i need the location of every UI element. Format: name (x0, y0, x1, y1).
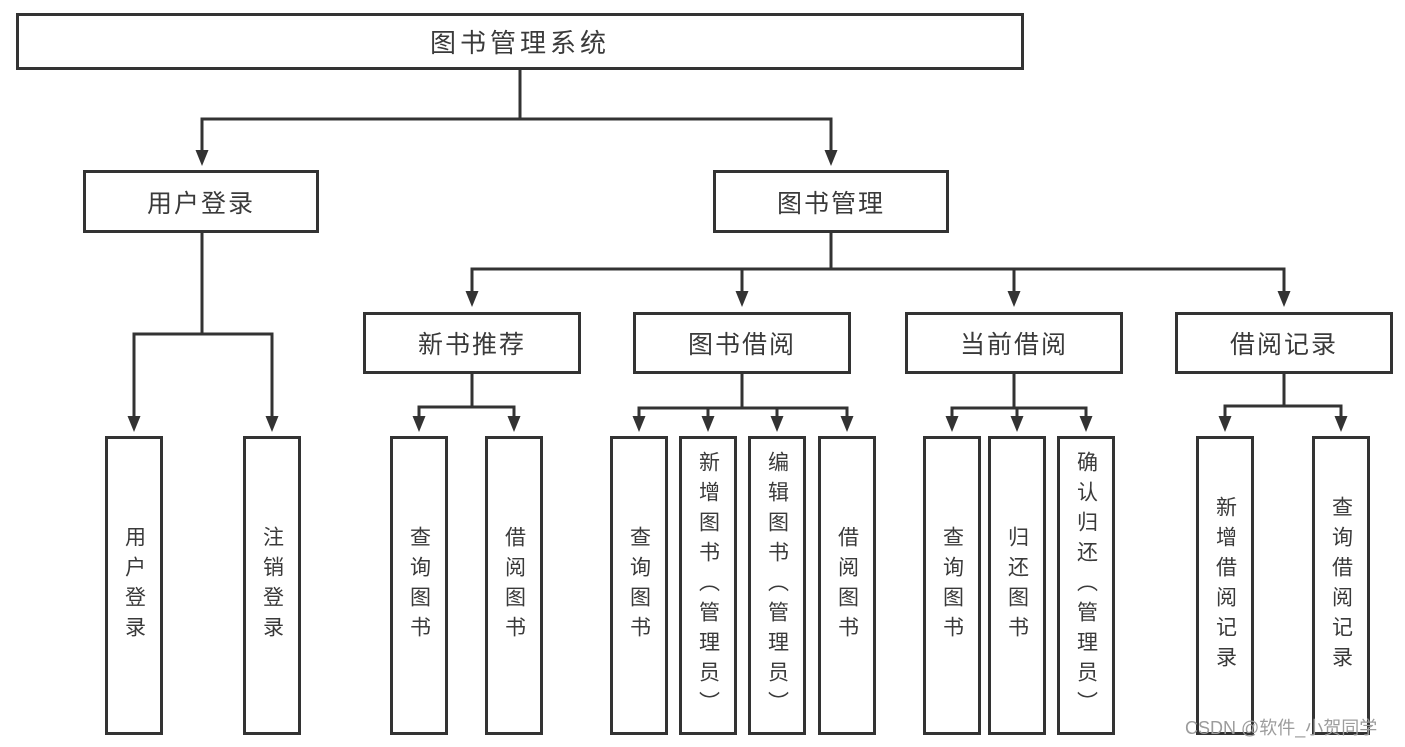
leaf-user-login-label: 用户登录 (122, 525, 146, 646)
leaf-return-books-label: 归还图书 (1005, 525, 1029, 646)
leaf-query-books-2-label: 查询图书 (627, 525, 651, 646)
leaf-edit-books-admin: 编辑图书（管理员） (748, 436, 806, 735)
node-borrowing-records: 借阅记录 (1175, 312, 1393, 374)
node-user-login: 用户登录 (83, 170, 319, 233)
leaf-borrow-books-1: 借阅图书 (485, 436, 543, 735)
borrow-records-connectors (1218, 372, 1348, 432)
root-connectors (195, 67, 838, 166)
user-login-connectors (127, 230, 279, 432)
book-mgmt-connectors (465, 230, 1291, 307)
node-new-book-recommendation: 新书推荐 (363, 312, 581, 374)
leaf-query-borrow-record-label: 查询借阅记录 (1329, 495, 1353, 676)
current-borrow-connectors (945, 372, 1093, 432)
csdn-watermark: CSDN @软件_小贺同学 (1185, 718, 1378, 738)
leaf-borrow-books-2-label: 借阅图书 (835, 525, 859, 646)
leaf-borrow-books-1-label: 借阅图书 (502, 525, 526, 646)
leaf-add-books-admin: 新增图书（管理员） (679, 436, 737, 735)
node-library-management-system: 图书管理系统 (16, 13, 1024, 70)
node-book-borrowing: 图书借阅 (633, 312, 851, 374)
leaf-confirm-return-admin-label: 确认归还（管理员） (1074, 450, 1098, 721)
leaf-query-borrow-record: 查询借阅记录 (1312, 436, 1370, 735)
leaf-logout: 注销登录 (243, 436, 301, 735)
leaf-confirm-return-admin: 确认归还（管理员） (1057, 436, 1115, 735)
leaf-query-books-1: 查询图书 (390, 436, 448, 735)
leaf-borrow-books-2: 借阅图书 (818, 436, 876, 735)
node-book-management: 图书管理 (713, 170, 949, 233)
leaf-logout-label: 注销登录 (260, 525, 284, 646)
node-current-borrowing: 当前借阅 (905, 312, 1123, 374)
leaf-add-books-admin-label: 新增图书（管理员） (696, 450, 720, 721)
book-borrow-connectors (632, 372, 854, 432)
leaf-user-login: 用户登录 (105, 436, 163, 735)
leaf-query-books-2: 查询图书 (610, 436, 668, 735)
leaf-query-books-3-label: 查询图书 (940, 525, 964, 646)
leaf-add-borrow-record: 新增借阅记录 (1196, 436, 1254, 735)
new-book-rec-connectors (412, 372, 521, 432)
leaf-query-books-3: 查询图书 (923, 436, 981, 735)
leaf-return-books: 归还图书 (988, 436, 1046, 735)
leaf-edit-books-admin-label: 编辑图书（管理员） (765, 450, 789, 721)
leaf-query-books-1-label: 查询图书 (407, 525, 431, 646)
leaf-add-borrow-record-label: 新增借阅记录 (1213, 495, 1237, 676)
